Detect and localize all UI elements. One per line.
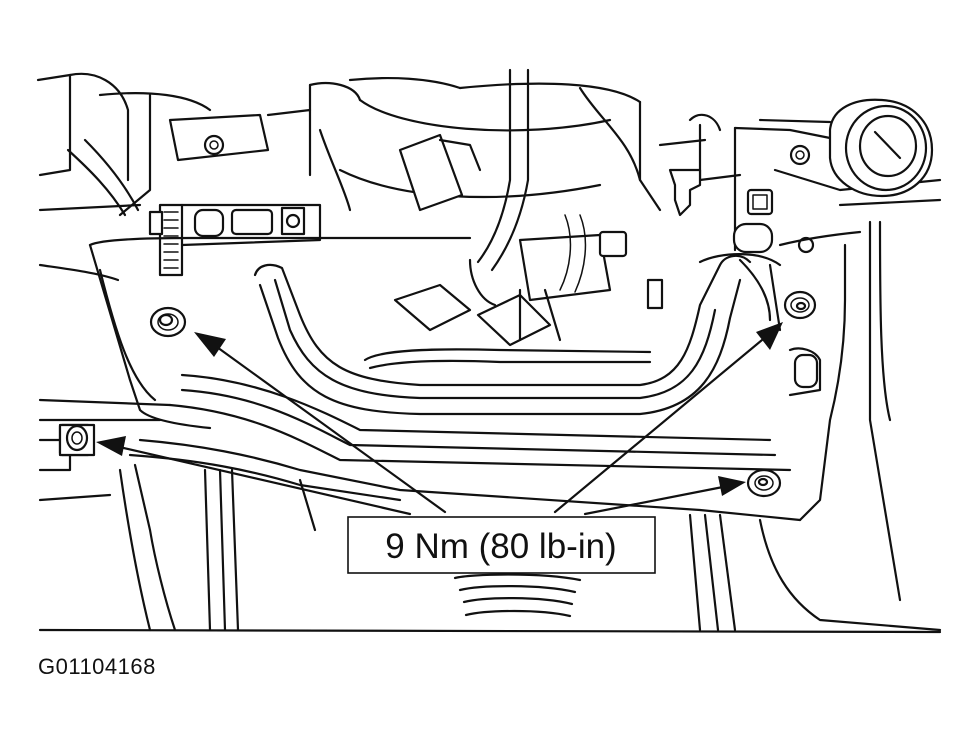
leader-lines: [96, 322, 783, 516]
bolt-right-lower: [746, 468, 782, 498]
bolt-left-lower: [58, 423, 96, 457]
main-bracket-frame: [38, 220, 902, 602]
screw-right-upper: [668, 168, 702, 217]
bolt-head-upper-right: [789, 144, 811, 166]
bolt-right-upper: [783, 290, 817, 320]
arrowhead-left-upper: [194, 332, 226, 357]
multi-pin-connector: [148, 203, 322, 277]
torque-callout: 9 Nm (80 lb-in): [347, 516, 656, 574]
figure-id: G01104168: [38, 654, 156, 679]
arrowhead-right-upper: [756, 322, 783, 350]
arrowhead-left-lower: [96, 436, 126, 456]
callout-label: 9 Nm (80 lb-in): [385, 527, 616, 566]
bolt-head-upper-left: [203, 134, 225, 156]
left-wiring-harness: [38, 138, 142, 282]
upper-housing: [36, 72, 662, 217]
callout-box: [347, 516, 656, 574]
bolt-left-upper: [149, 306, 187, 338]
ignition-lock-cylinder: [828, 98, 934, 198]
arrowhead-right-lower: [718, 476, 746, 496]
center-connectors: [393, 68, 664, 347]
lower-structure: [38, 423, 942, 634]
